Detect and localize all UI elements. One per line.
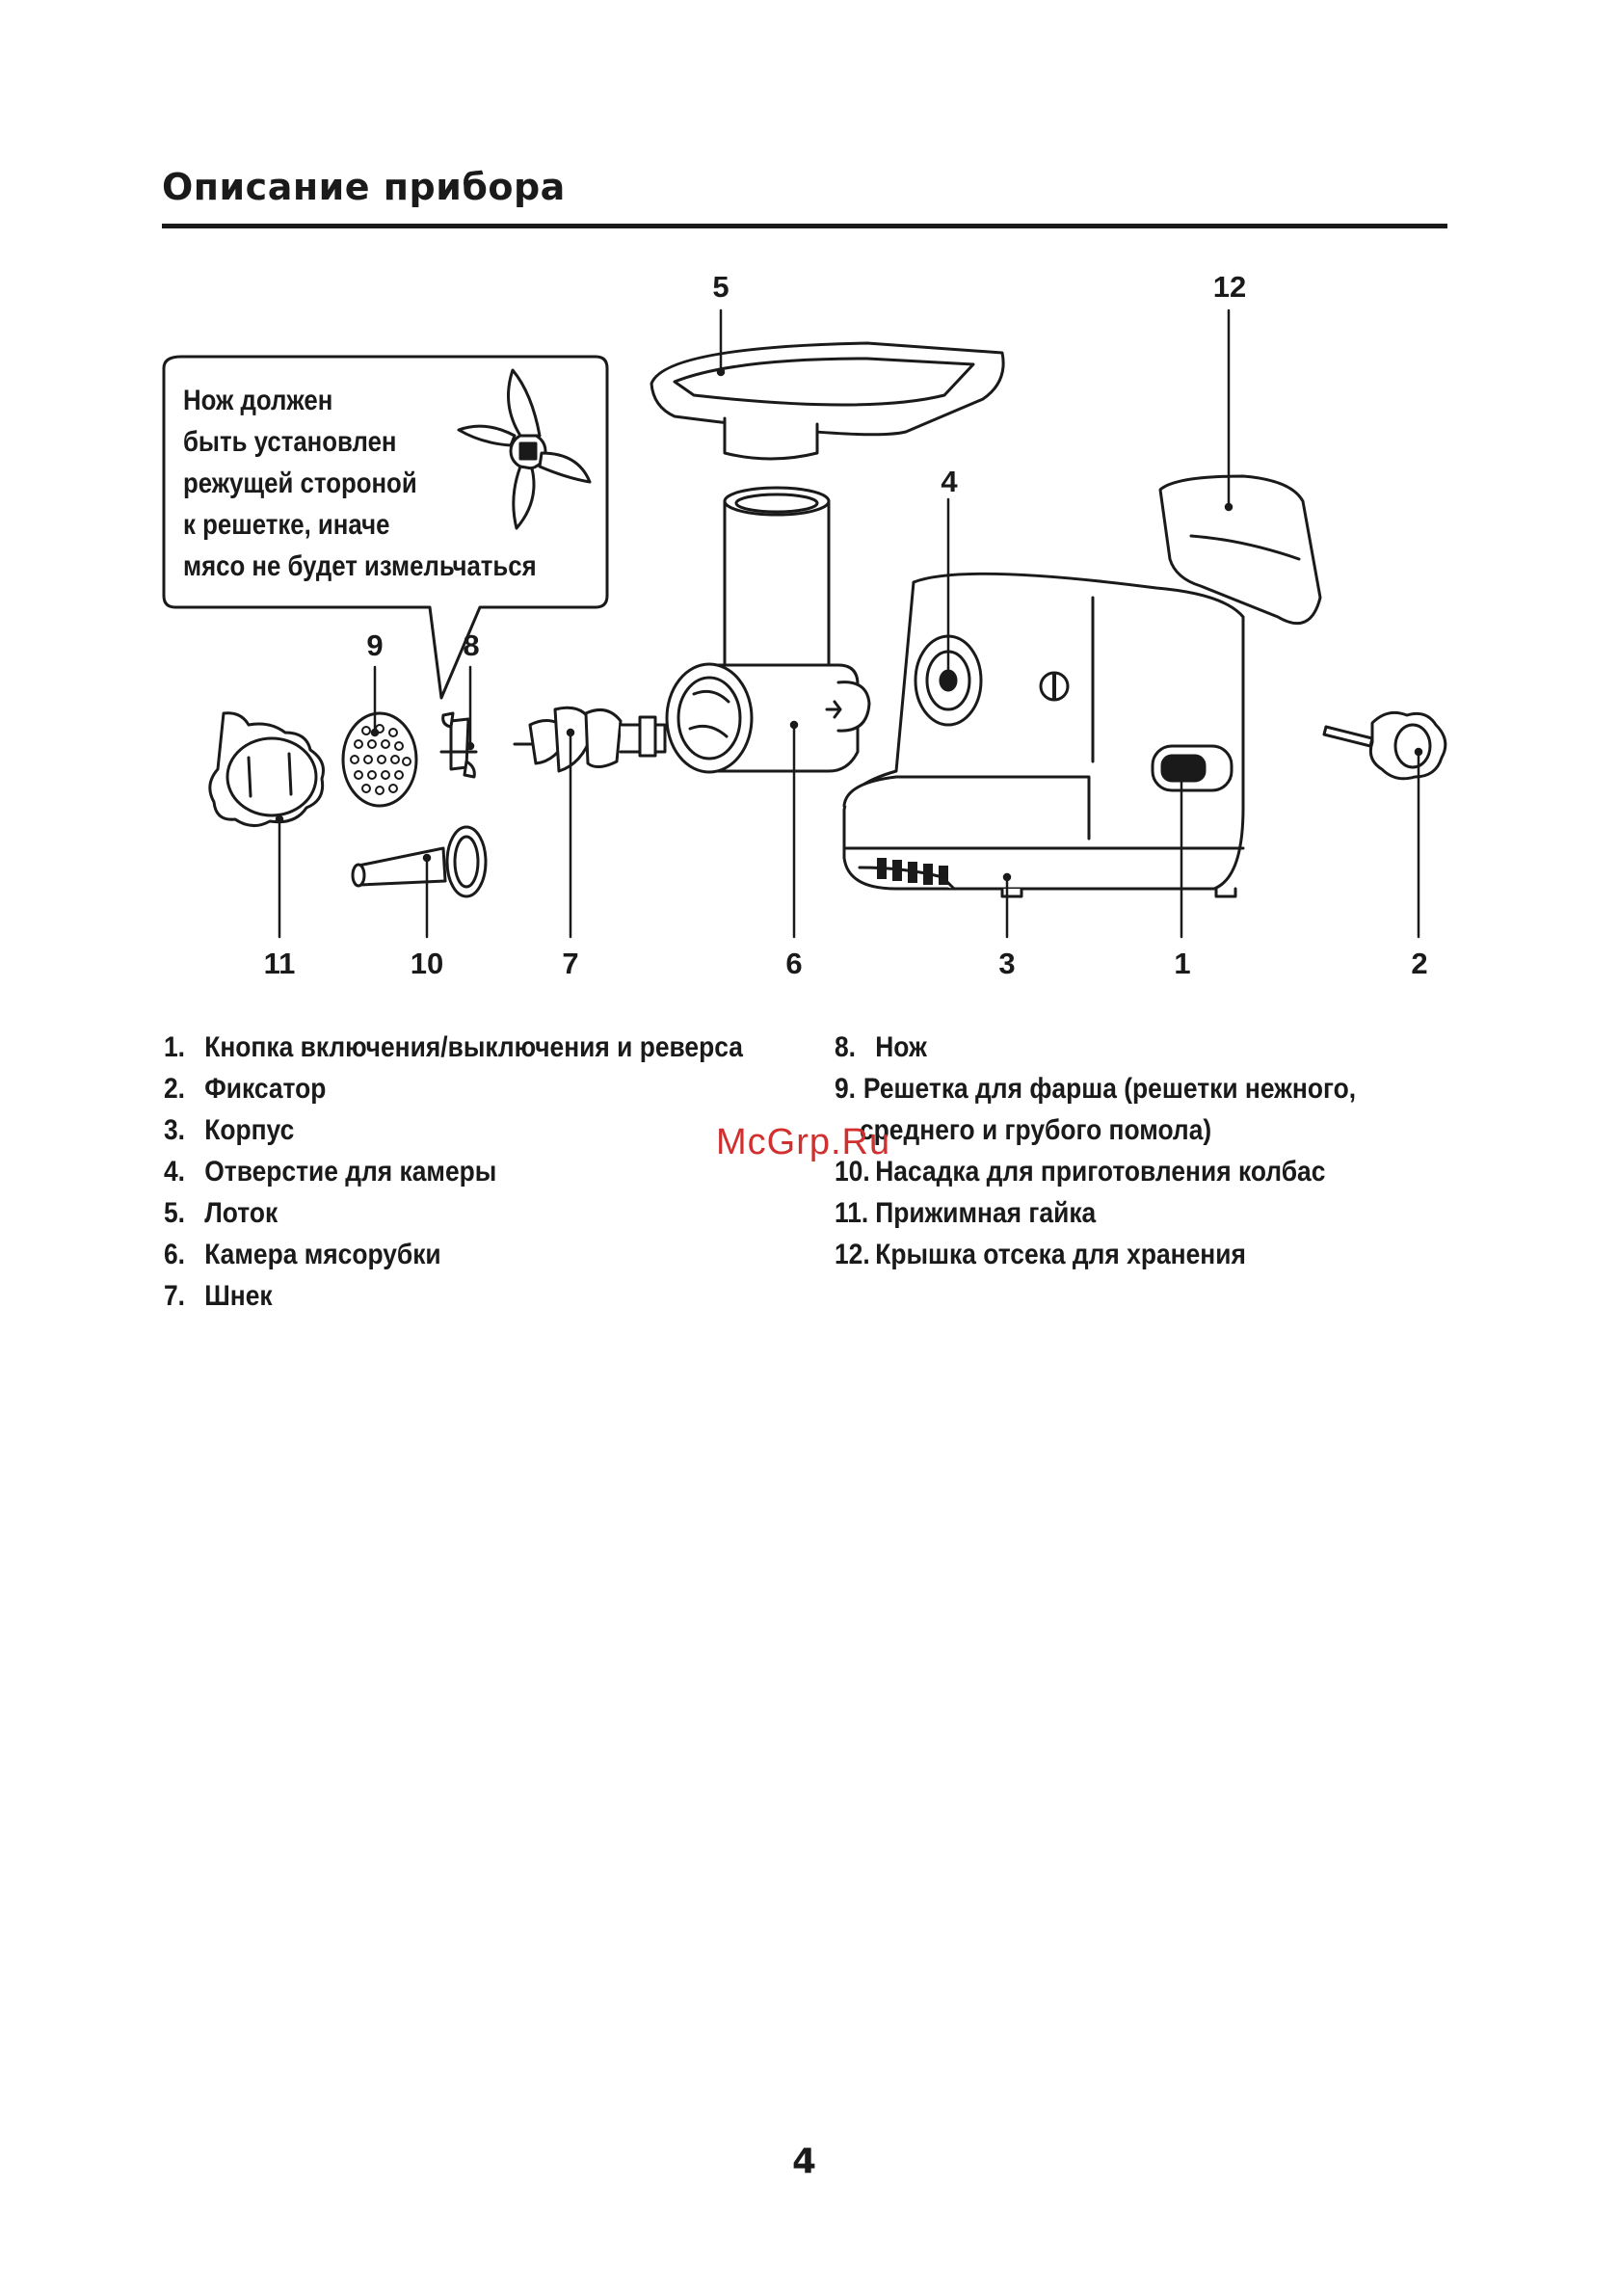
label-11: 11 — [263, 947, 296, 980]
legend-item: 1.Кнопка включения/выключения и реверса — [164, 1031, 743, 1063]
label-8: 8 — [463, 628, 480, 662]
storage-lid-part — [1158, 474, 1322, 626]
legend-item: 9.Решетка для фарша (решетки нежного, — [835, 1073, 1357, 1105]
legend-item: 3.Корпус — [164, 1114, 295, 1146]
title-rule — [162, 224, 1447, 228]
legend-item: 8.Нож — [835, 1031, 927, 1063]
label-1: 1 — [1174, 947, 1191, 980]
legend-item: 2.Фиксатор — [164, 1073, 327, 1105]
tray-part — [650, 341, 1005, 461]
legend-item: 11.Прижимная гайка — [835, 1197, 1097, 1229]
locking-bolt-part — [1322, 710, 1447, 781]
callout-line: быть установлен — [183, 426, 397, 458]
leader-lines — [275, 308, 1423, 939]
sausage-nozzle-part — [351, 825, 488, 898]
legend-item: 6.Камера мясорубки — [164, 1239, 441, 1270]
page-title: Описание прибора — [162, 166, 566, 208]
chamber-part — [665, 486, 871, 774]
label-10: 10 — [410, 947, 444, 980]
legend-item: 10.Насадка для приготовления колбас — [835, 1156, 1326, 1188]
page-number: 4 — [792, 2142, 817, 2181]
label-4: 4 — [941, 465, 958, 498]
ring-nut-part — [208, 711, 325, 827]
callout-line: к решетке, иначе — [183, 509, 390, 541]
watermark: McGrp.Ru — [716, 1122, 891, 1162]
legend-item: 4.Отверстие для камеры — [164, 1156, 497, 1188]
legend-item: 7.Шнек — [164, 1280, 273, 1312]
legend-item: 12.Крышка отсека для хранения — [835, 1239, 1246, 1270]
label-5: 5 — [712, 270, 729, 304]
grinding-plate-part — [341, 711, 418, 808]
auger-part — [513, 706, 667, 773]
callout-line: Нож должен — [183, 385, 333, 416]
legend-item: 5.Лоток — [164, 1197, 279, 1229]
vent-slots — [877, 858, 948, 885]
label-7: 7 — [562, 947, 579, 980]
callout-line: режущей стороной — [183, 467, 417, 499]
knife-warning-callout: Нож должен быть установлен режущей сторо… — [183, 380, 537, 587]
legend-item-continuation: среднего и грубого помола) — [860, 1114, 1212, 1146]
label-2: 2 — [1411, 947, 1428, 980]
meat-grinder-diagram — [162, 308, 1447, 939]
callout-line: мясо не будет измельчаться — [183, 550, 537, 582]
knife-callout-icon — [457, 368, 592, 530]
body-part — [842, 572, 1245, 898]
label-3: 3 — [998, 947, 1016, 980]
label-6: 6 — [785, 947, 803, 980]
label-9: 9 — [366, 628, 384, 662]
label-12: 12 — [1212, 270, 1247, 304]
knife-part — [439, 711, 478, 779]
